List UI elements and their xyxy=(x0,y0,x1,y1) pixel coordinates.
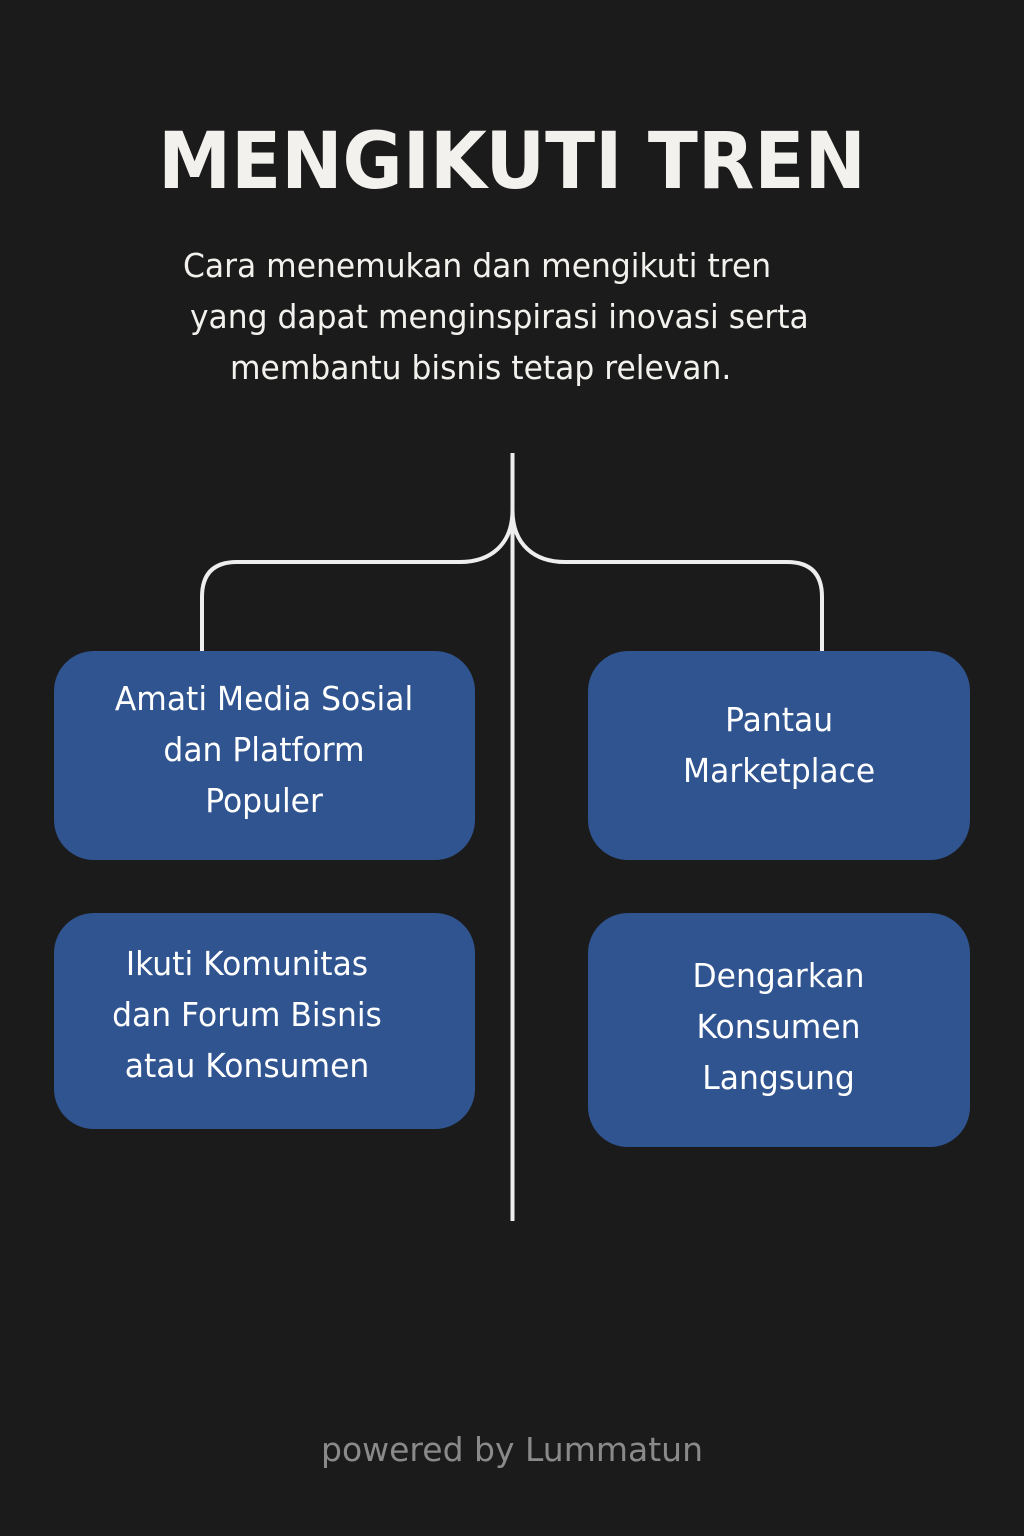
subtitle-line-3: membantu bisnis tetap relevan. xyxy=(230,348,732,387)
node-amati-media-sosial: Amati Media Sosial dan Platform Populer xyxy=(54,651,475,860)
node-ikuti-komunitas: Ikuti Komunitas dan Forum Bisnis atau Ko… xyxy=(54,913,475,1129)
page-title: MENGIKUTI TREN xyxy=(158,117,866,207)
subtitle-line-1: Cara menemukan dan mengikuti tren xyxy=(183,246,772,285)
node-dengarkan-konsumen: Dengarkan Konsumen Langsung xyxy=(588,913,970,1147)
node-pantau-marketplace: Pantau Marketplace xyxy=(588,651,970,860)
node-label: Ikuti Komunitas dan Forum Bisnis atau Ko… xyxy=(111,943,382,1085)
right-branch-connector xyxy=(510,509,824,651)
left-branch-connector xyxy=(200,509,515,651)
node-label: Amati Media Sosial dan Platform Populer xyxy=(115,679,414,820)
node-label: Dengarkan Konsumen Langsung xyxy=(692,955,865,1097)
footer-credit: powered by Lummatun xyxy=(321,1430,703,1469)
subtitle-line-2: yang dapat menginspirasi inovasi serta xyxy=(190,297,809,336)
node-label: Pantau Marketplace xyxy=(682,699,876,790)
